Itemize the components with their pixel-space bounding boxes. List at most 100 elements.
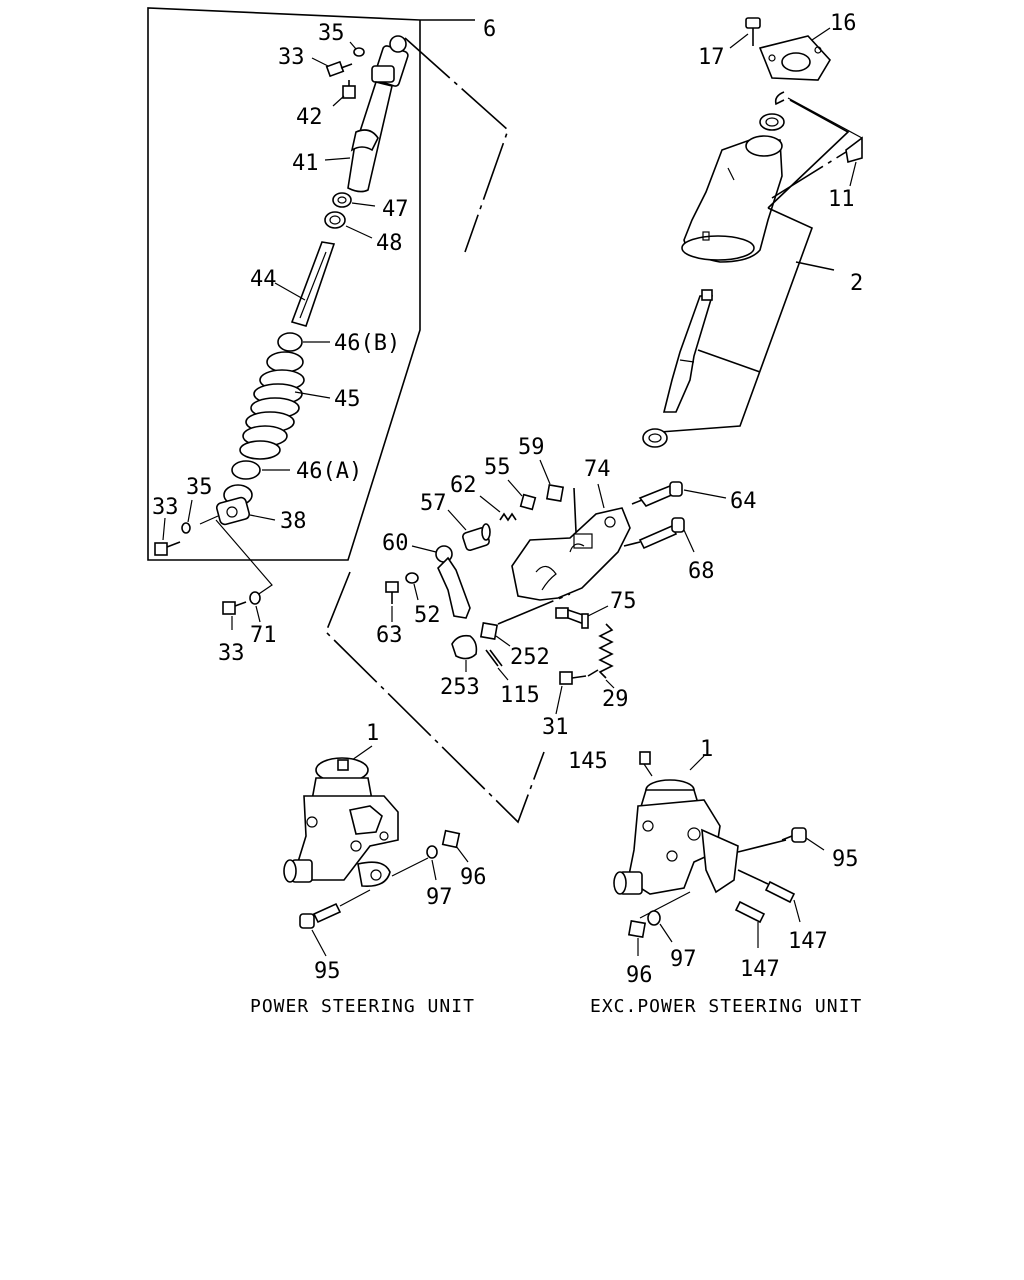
label-71: 71 [250, 623, 277, 648]
label-62: 62 [450, 473, 477, 498]
lever-60 [411, 545, 471, 619]
label-6: 6 [483, 17, 496, 42]
nut-252 [479, 593, 571, 647]
spring-62 [479, 495, 517, 522]
bolt-95-left [299, 889, 371, 957]
label-147-lower: 147 [740, 957, 780, 982]
nut-96-right [627, 919, 647, 939]
bolt-17 [729, 17, 761, 49]
label-33-lower: 33 [152, 495, 179, 520]
label-97-power: 97 [426, 885, 453, 910]
power-steering-unit [283, 745, 469, 957]
nipple-145 [639, 751, 651, 765]
bolt-68 [623, 517, 695, 553]
label-35-lower: 35 [186, 475, 213, 500]
caption-power-steering: POWER STEERING UNIT [250, 996, 475, 1017]
label-35: 35 [318, 21, 345, 46]
boot-45 [239, 351, 331, 460]
label-1-power: 1 [366, 721, 379, 746]
washer-71 [249, 591, 261, 605]
label-44: 44 [250, 267, 277, 292]
label-95-power: 95 [314, 959, 341, 984]
tilt-lever-group [325, 459, 727, 824]
label-97-exc: 97 [670, 947, 697, 972]
leader-2 [767, 99, 850, 209]
label-96-exc: 96 [626, 963, 653, 988]
label-95-exc: 95 [832, 847, 859, 872]
dashdot-upper [404, 37, 509, 253]
label-46a: 46(A) [296, 459, 362, 484]
label-46b: 46(B) [334, 331, 400, 356]
bolt-64 [631, 481, 727, 507]
label-52: 52 [414, 603, 441, 628]
bolt-95-right [781, 827, 825, 851]
snap-ring-46a [231, 460, 261, 480]
dashdot-bracket [573, 487, 577, 533]
label-42: 42 [296, 105, 323, 130]
label-17: 17 [698, 45, 725, 70]
spring-29 [598, 623, 615, 689]
knob-57 [447, 509, 491, 552]
callout-labels: 6 35 33 42 41 47 48 44 46(B) 45 46(A) 35… [152, 11, 863, 988]
label-31: 31 [542, 715, 569, 740]
bolt-31 [555, 669, 599, 715]
upper-yoke [371, 35, 409, 87]
label-16: 16 [830, 11, 857, 36]
label-11: 11 [828, 187, 855, 212]
bracket-74 [511, 483, 631, 601]
snap-ring-46b [277, 332, 303, 352]
label-2: 2 [850, 271, 863, 296]
bushing [642, 428, 668, 448]
label-33-outside: 33 [218, 641, 245, 666]
clip [774, 91, 785, 106]
label-45: 45 [334, 387, 361, 412]
label-252: 252 [510, 645, 550, 670]
washer-35-top [353, 47, 365, 57]
washer-52 [405, 572, 419, 584]
label-96-power: 96 [460, 865, 487, 890]
steering-column-group [642, 17, 863, 448]
label-29: 29 [602, 687, 629, 712]
ring-47 [332, 192, 352, 208]
bearing [759, 113, 785, 131]
label-60: 60 [382, 531, 409, 556]
label-38: 38 [280, 509, 307, 534]
label-75: 75 [610, 589, 637, 614]
label-74: 74 [584, 457, 611, 482]
shaft-assembly-group [147, 7, 509, 561]
bolt-33-outside [222, 601, 247, 630]
label-33: 33 [278, 45, 305, 70]
manual-steering-unit [613, 751, 825, 956]
bolt-33-top [311, 57, 353, 78]
label-147-upper: 147 [788, 929, 828, 954]
label-145: 145 [568, 749, 608, 774]
label-253: 253 [440, 675, 480, 700]
label-1-exc: 1 [700, 737, 713, 762]
ring-48 [324, 211, 346, 229]
label-55: 55 [484, 455, 511, 480]
stud-147-lower [734, 900, 766, 948]
column-housing [681, 135, 783, 263]
bolt-33-lower [154, 517, 181, 556]
washer-35-bottom [181, 522, 191, 534]
washer-97-right [647, 910, 661, 926]
label-47: 47 [382, 197, 409, 222]
nut-96-left [441, 829, 461, 849]
label-48: 48 [376, 231, 403, 256]
clip-59 [539, 459, 565, 503]
stud-147-upper [737, 869, 801, 923]
bolt-75 [555, 605, 609, 629]
label-63: 63 [376, 623, 403, 648]
column-shaft [662, 289, 714, 413]
dashdot-center-chain [325, 571, 545, 824]
label-68: 68 [688, 559, 715, 584]
nut-55 [507, 479, 537, 511]
cap-253 [451, 634, 478, 672]
washer-97-left [426, 845, 438, 859]
bolt-42 [332, 80, 356, 107]
label-41: 41 [292, 151, 319, 176]
pin-115 [485, 649, 503, 667]
label-115: 115 [500, 683, 540, 708]
shaft-tube-41 [324, 81, 393, 193]
